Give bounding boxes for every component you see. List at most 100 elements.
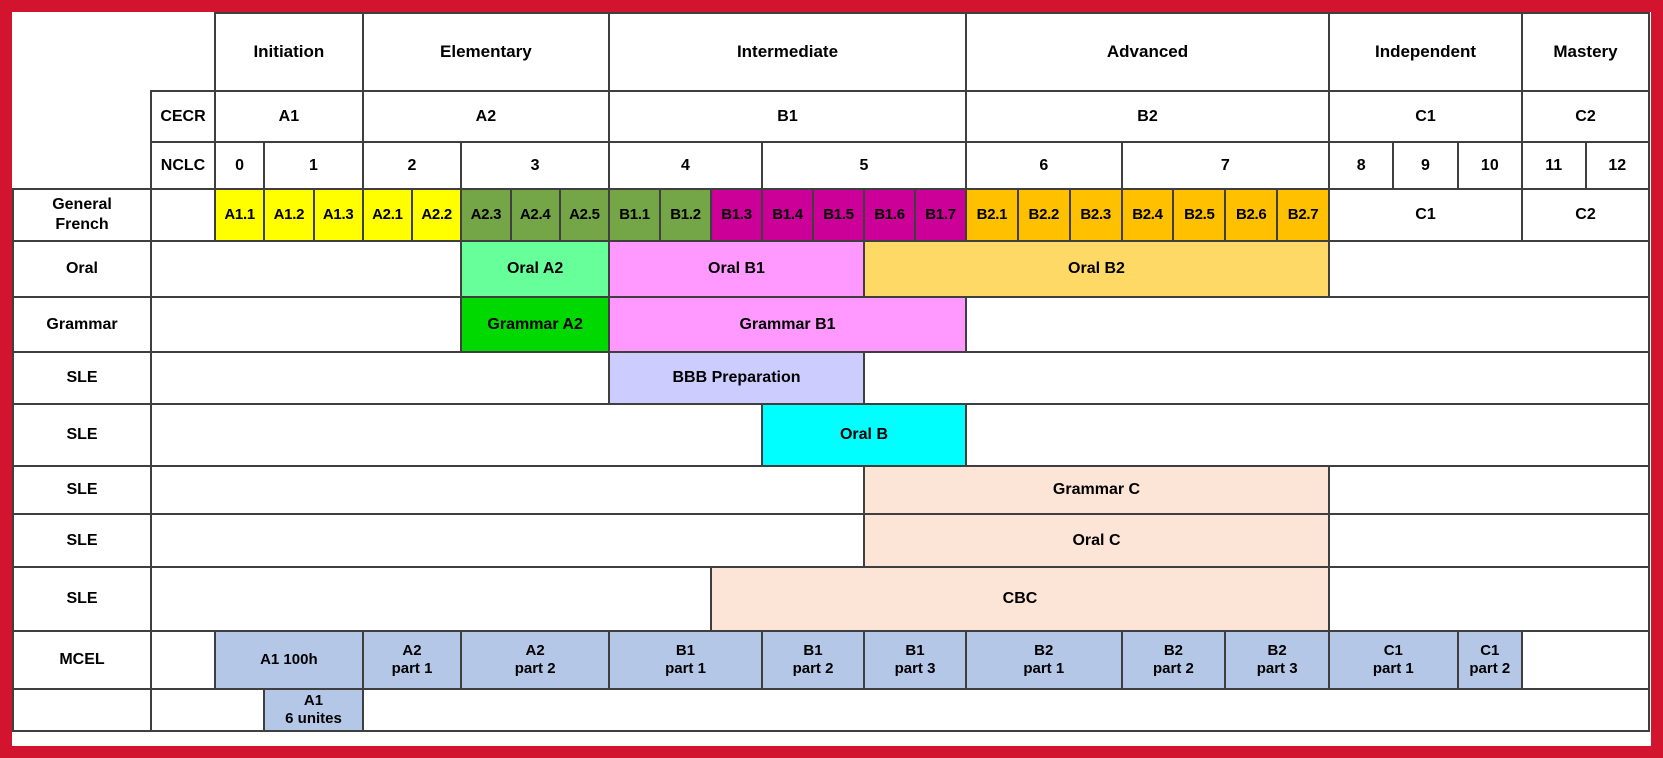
nclc-5: 5 xyxy=(761,141,967,190)
mcel-b2-part-1: B2 part 1 xyxy=(965,630,1123,690)
mcel-b1-part-1: B1 part 1 xyxy=(608,630,763,690)
unit-b1-4: B1.4 xyxy=(761,188,814,242)
unit-a2-4: A2.4 xyxy=(509,188,561,242)
row-label-oral: Oral xyxy=(12,240,152,298)
unit-b1-3: B1.3 xyxy=(710,188,763,242)
mcel-c1-part-2: C1 part 2 xyxy=(1456,630,1523,690)
nclc-9: 9 xyxy=(1392,141,1459,190)
unit-b1-6: B1.6 xyxy=(863,188,916,242)
unit-b2-2: B2.2 xyxy=(1016,188,1071,242)
cecr-b2: B2 xyxy=(965,90,1330,143)
mcel-a1-100h: A1 100h xyxy=(214,630,364,690)
nclc-10: 10 xyxy=(1456,141,1523,190)
cecr-c1: C1 xyxy=(1328,90,1523,143)
empty-cell xyxy=(150,688,266,732)
empty-cell xyxy=(150,566,712,632)
bar-bbb-preparation: BBB Preparation xyxy=(608,351,865,405)
stage-independent: Independent xyxy=(1328,12,1523,92)
nclc-6: 6 xyxy=(965,141,1123,190)
stage-elementary: Elementary xyxy=(361,12,610,92)
bar-oral-c: Oral C xyxy=(863,513,1330,568)
bar-oral-a2: Oral A2 xyxy=(460,240,610,298)
unit-b1-1: B1.1 xyxy=(608,188,661,242)
row-label-sle-4: SLE xyxy=(12,513,152,568)
unit-b1-5: B1.5 xyxy=(812,188,865,242)
unit-a1-1: A1.1 xyxy=(214,188,266,242)
unit-b2-3: B2.3 xyxy=(1068,188,1123,242)
empty-cell xyxy=(150,188,216,242)
empty-cell xyxy=(150,465,865,515)
unit-b2-1: B2.1 xyxy=(965,188,1019,242)
unit-a2-5: A2.5 xyxy=(558,188,610,242)
cecr-a2: A2 xyxy=(361,90,610,143)
empty-cell xyxy=(1328,465,1650,515)
mcel-a2-part-2: A2 part 2 xyxy=(460,630,610,690)
nclc-3: 3 xyxy=(460,141,610,190)
empty-cell xyxy=(361,688,1650,732)
empty-row-label xyxy=(12,688,152,732)
bar-cbc: CBC xyxy=(710,566,1330,632)
cecr-row-label: CECR xyxy=(150,90,216,143)
unit-a2-1: A2.1 xyxy=(361,188,413,242)
bar-grammar-c: Grammar C xyxy=(863,465,1330,515)
unit-a2-2: A2.2 xyxy=(411,188,463,242)
empty-cell xyxy=(863,351,1650,405)
bar-oral-b1: Oral B1 xyxy=(608,240,865,298)
bar-oral-b: Oral B xyxy=(761,403,967,467)
unit-b1-7: B1.7 xyxy=(914,188,967,242)
stage-mastery: Mastery xyxy=(1521,12,1650,92)
empty-cell xyxy=(150,240,463,298)
bar-oral-b2: Oral B2 xyxy=(863,240,1330,298)
row-label-sle-5: SLE xyxy=(12,566,152,632)
empty-cell xyxy=(150,296,463,353)
mcel-a1-6-unites: A1 6 unites xyxy=(263,688,364,732)
empty-cell xyxy=(150,351,610,405)
stage-initiation: Initiation xyxy=(214,12,364,92)
nclc-0: 0 xyxy=(214,141,266,190)
row-label-sle-3: SLE xyxy=(12,465,152,515)
nclc-11: 11 xyxy=(1521,141,1587,190)
unit-b2-5: B2.5 xyxy=(1172,188,1227,242)
unit-b2-7: B2.7 xyxy=(1276,188,1330,242)
unit-a2-3: A2.3 xyxy=(460,188,512,242)
empty-cell xyxy=(965,296,1650,353)
nclc-7: 7 xyxy=(1120,141,1330,190)
cecr-a1: A1 xyxy=(214,90,364,143)
unit-a1-2: A1.2 xyxy=(263,188,315,242)
gf-c2: C2 xyxy=(1521,188,1650,242)
stage-advanced: Advanced xyxy=(965,12,1330,92)
row-label-general-french: General French xyxy=(12,188,152,242)
bar-grammar-a2: Grammar A2 xyxy=(460,296,610,353)
unit-a1-3: A1.3 xyxy=(312,188,364,242)
row-label-sle-2: SLE xyxy=(12,403,152,467)
mcel-a2-part-1: A2 part 1 xyxy=(361,630,463,690)
empty-cell xyxy=(1328,240,1650,298)
nclc-row-label: NCLC xyxy=(150,141,216,190)
row-label-mcel: MCEL xyxy=(12,630,152,690)
mcel-c1-part-1: C1 part 1 xyxy=(1328,630,1459,690)
empty-cell xyxy=(150,403,763,467)
empty-cell xyxy=(965,403,1650,467)
mcel-b2-part-2: B2 part 2 xyxy=(1120,630,1227,690)
bar-grammar-b1: Grammar B1 xyxy=(608,296,967,353)
empty-cell xyxy=(1328,513,1650,568)
mcel-b2-part-3: B2 part 3 xyxy=(1224,630,1330,690)
unit-b1-2: B1.2 xyxy=(659,188,712,242)
empty-cell xyxy=(1521,630,1650,690)
stage-intermediate: Intermediate xyxy=(608,12,967,92)
empty-cell xyxy=(150,513,865,568)
nclc-4: 4 xyxy=(608,141,763,190)
empty-cell xyxy=(150,630,216,690)
mcel-b1-part-2: B1 part 2 xyxy=(761,630,865,690)
empty-cell xyxy=(1328,566,1650,632)
nclc-8: 8 xyxy=(1328,141,1395,190)
mcel-b1-part-3: B1 part 3 xyxy=(863,630,967,690)
nclc-2: 2 xyxy=(361,141,463,190)
cecr-b1: B1 xyxy=(608,90,967,143)
row-label-grammar: Grammar xyxy=(12,296,152,353)
unit-b2-4: B2.4 xyxy=(1120,188,1175,242)
gf-c1: C1 xyxy=(1328,188,1523,242)
row-label-sle-1: SLE xyxy=(12,351,152,405)
